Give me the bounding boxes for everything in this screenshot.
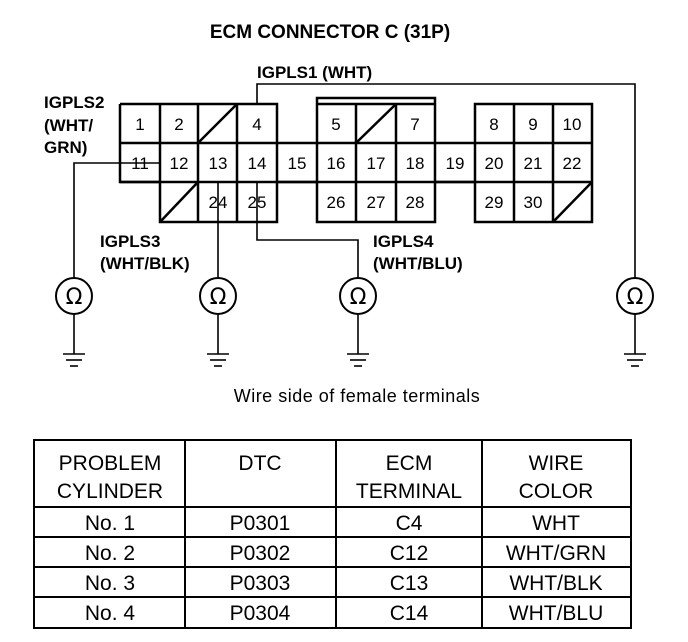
ohmmeter-4: Ω: [616, 277, 654, 315]
pin-28: 28: [406, 193, 425, 212]
pin-4: 4: [252, 115, 261, 134]
pin-27: 27: [367, 193, 386, 212]
pin-16: 16: [327, 154, 346, 173]
pin-14: 14: [248, 154, 267, 173]
pin-22: 22: [563, 154, 582, 173]
igpls2-label-line3: GRN): [44, 138, 87, 157]
pin-5: 5: [331, 115, 340, 134]
table-row: No. 4 P0304 C14 WHT/BLU: [85, 602, 603, 625]
ground-icon: [207, 314, 229, 367]
ohmmeter-2: Ω: [199, 277, 237, 315]
cell-dtc: P0303: [230, 572, 291, 595]
igpls1-label: IGPLS1 (WHT): [257, 63, 372, 82]
test-wires: [73, 83, 636, 278]
igpls3-label-line1: IGPLS3: [100, 232, 160, 251]
pin-1: 1: [135, 115, 144, 134]
header-dtc: DTC: [238, 452, 281, 475]
cell-wire-color: WHT/GRN: [506, 542, 606, 565]
igpls3-label-line2: (WHT/BLK): [100, 254, 190, 273]
cell-dtc: P0302: [230, 542, 291, 565]
pin-15: 15: [288, 154, 307, 173]
ground-icon: [624, 314, 646, 367]
ohmmeter-3: Ω: [339, 277, 377, 315]
ohm-icon: Ω: [210, 285, 227, 310]
igpls4-label-line2: (WHT/BLU): [373, 254, 463, 273]
cell-wire-color: WHT/BLU: [509, 602, 604, 625]
table-row: No. 3 P0303 C13 WHT/BLK: [85, 572, 603, 595]
ground-icon: [347, 314, 369, 367]
header-ecm-terminal-line1: ECM: [386, 452, 433, 475]
pin-2: 2: [174, 115, 183, 134]
cell-wire-color: WHT: [532, 512, 580, 535]
pin-21: 21: [524, 154, 543, 173]
table-row: No. 1 P0301 C4 WHT: [85, 512, 580, 535]
ohm-icon: Ω: [350, 285, 367, 310]
ohm-icon: Ω: [66, 285, 83, 310]
header-wire-color-line1: WIRE: [529, 452, 584, 475]
igpls2-label-line2: (WHT/: [44, 116, 93, 135]
pin-29: 29: [485, 193, 504, 212]
pin-18: 18: [406, 154, 425, 173]
igpls2-wire: [73, 162, 160, 278]
ground-icon: [63, 314, 85, 367]
pin-numbers: 1 2 4 5 7 8 9 10 11 12 13 14 15 16 17 18…: [131, 115, 581, 212]
pin-19: 19: [446, 154, 465, 173]
igpls2-label-line1: IGPLS2: [44, 93, 104, 112]
pin-10: 10: [563, 115, 582, 134]
pin-7: 7: [410, 115, 419, 134]
diagram-title: ECM CONNECTOR C (31P): [210, 22, 450, 43]
pin-8: 8: [489, 115, 498, 134]
header-ecm-terminal-line2: TERMINAL: [356, 480, 462, 503]
pin-17: 17: [367, 154, 386, 173]
header-problem-cylinder-line1: PROBLEM: [59, 452, 162, 475]
pin-12: 12: [170, 154, 189, 173]
igpls4-label-line1: IGPLS4: [373, 232, 434, 251]
cell-terminal: C13: [390, 572, 429, 595]
pin-9: 9: [528, 115, 537, 134]
table-header: PROBLEM CYLINDER DTC ECM TERMINAL WIRE C…: [57, 452, 593, 503]
cell-cylinder: No. 1: [85, 512, 135, 535]
cell-wire-color: WHT/BLK: [509, 572, 602, 595]
cell-cylinder: No. 2: [85, 542, 135, 565]
pin-20: 20: [485, 154, 504, 173]
diagram-caption: Wire side of female terminals: [234, 386, 481, 406]
pin-13: 13: [209, 154, 228, 173]
igpls4-wire: [256, 182, 359, 278]
ohm-icon: Ω: [627, 285, 644, 310]
cell-terminal: C14: [390, 602, 429, 625]
cell-dtc: P0301: [230, 512, 291, 535]
cell-terminal: C12: [390, 542, 429, 565]
header-wire-color-line2: COLOR: [519, 480, 594, 503]
igpls1-wire: [256, 83, 636, 278]
cell-dtc: P0304: [230, 602, 291, 625]
ground-symbols: [63, 314, 646, 367]
header-problem-cylinder-line2: CYLINDER: [57, 480, 163, 503]
connector-body: [118, 96, 594, 224]
cell-cylinder: No. 4: [85, 602, 136, 625]
dtc-table: [33, 439, 632, 629]
table-row: No. 2 P0302 C12 WHT/GRN: [85, 542, 606, 565]
pin-30: 30: [524, 193, 543, 212]
pin-26: 26: [327, 193, 346, 212]
ohmmeter-1: Ω: [55, 277, 93, 315]
cell-cylinder: No. 3: [85, 572, 135, 595]
cell-terminal: C4: [396, 512, 423, 535]
